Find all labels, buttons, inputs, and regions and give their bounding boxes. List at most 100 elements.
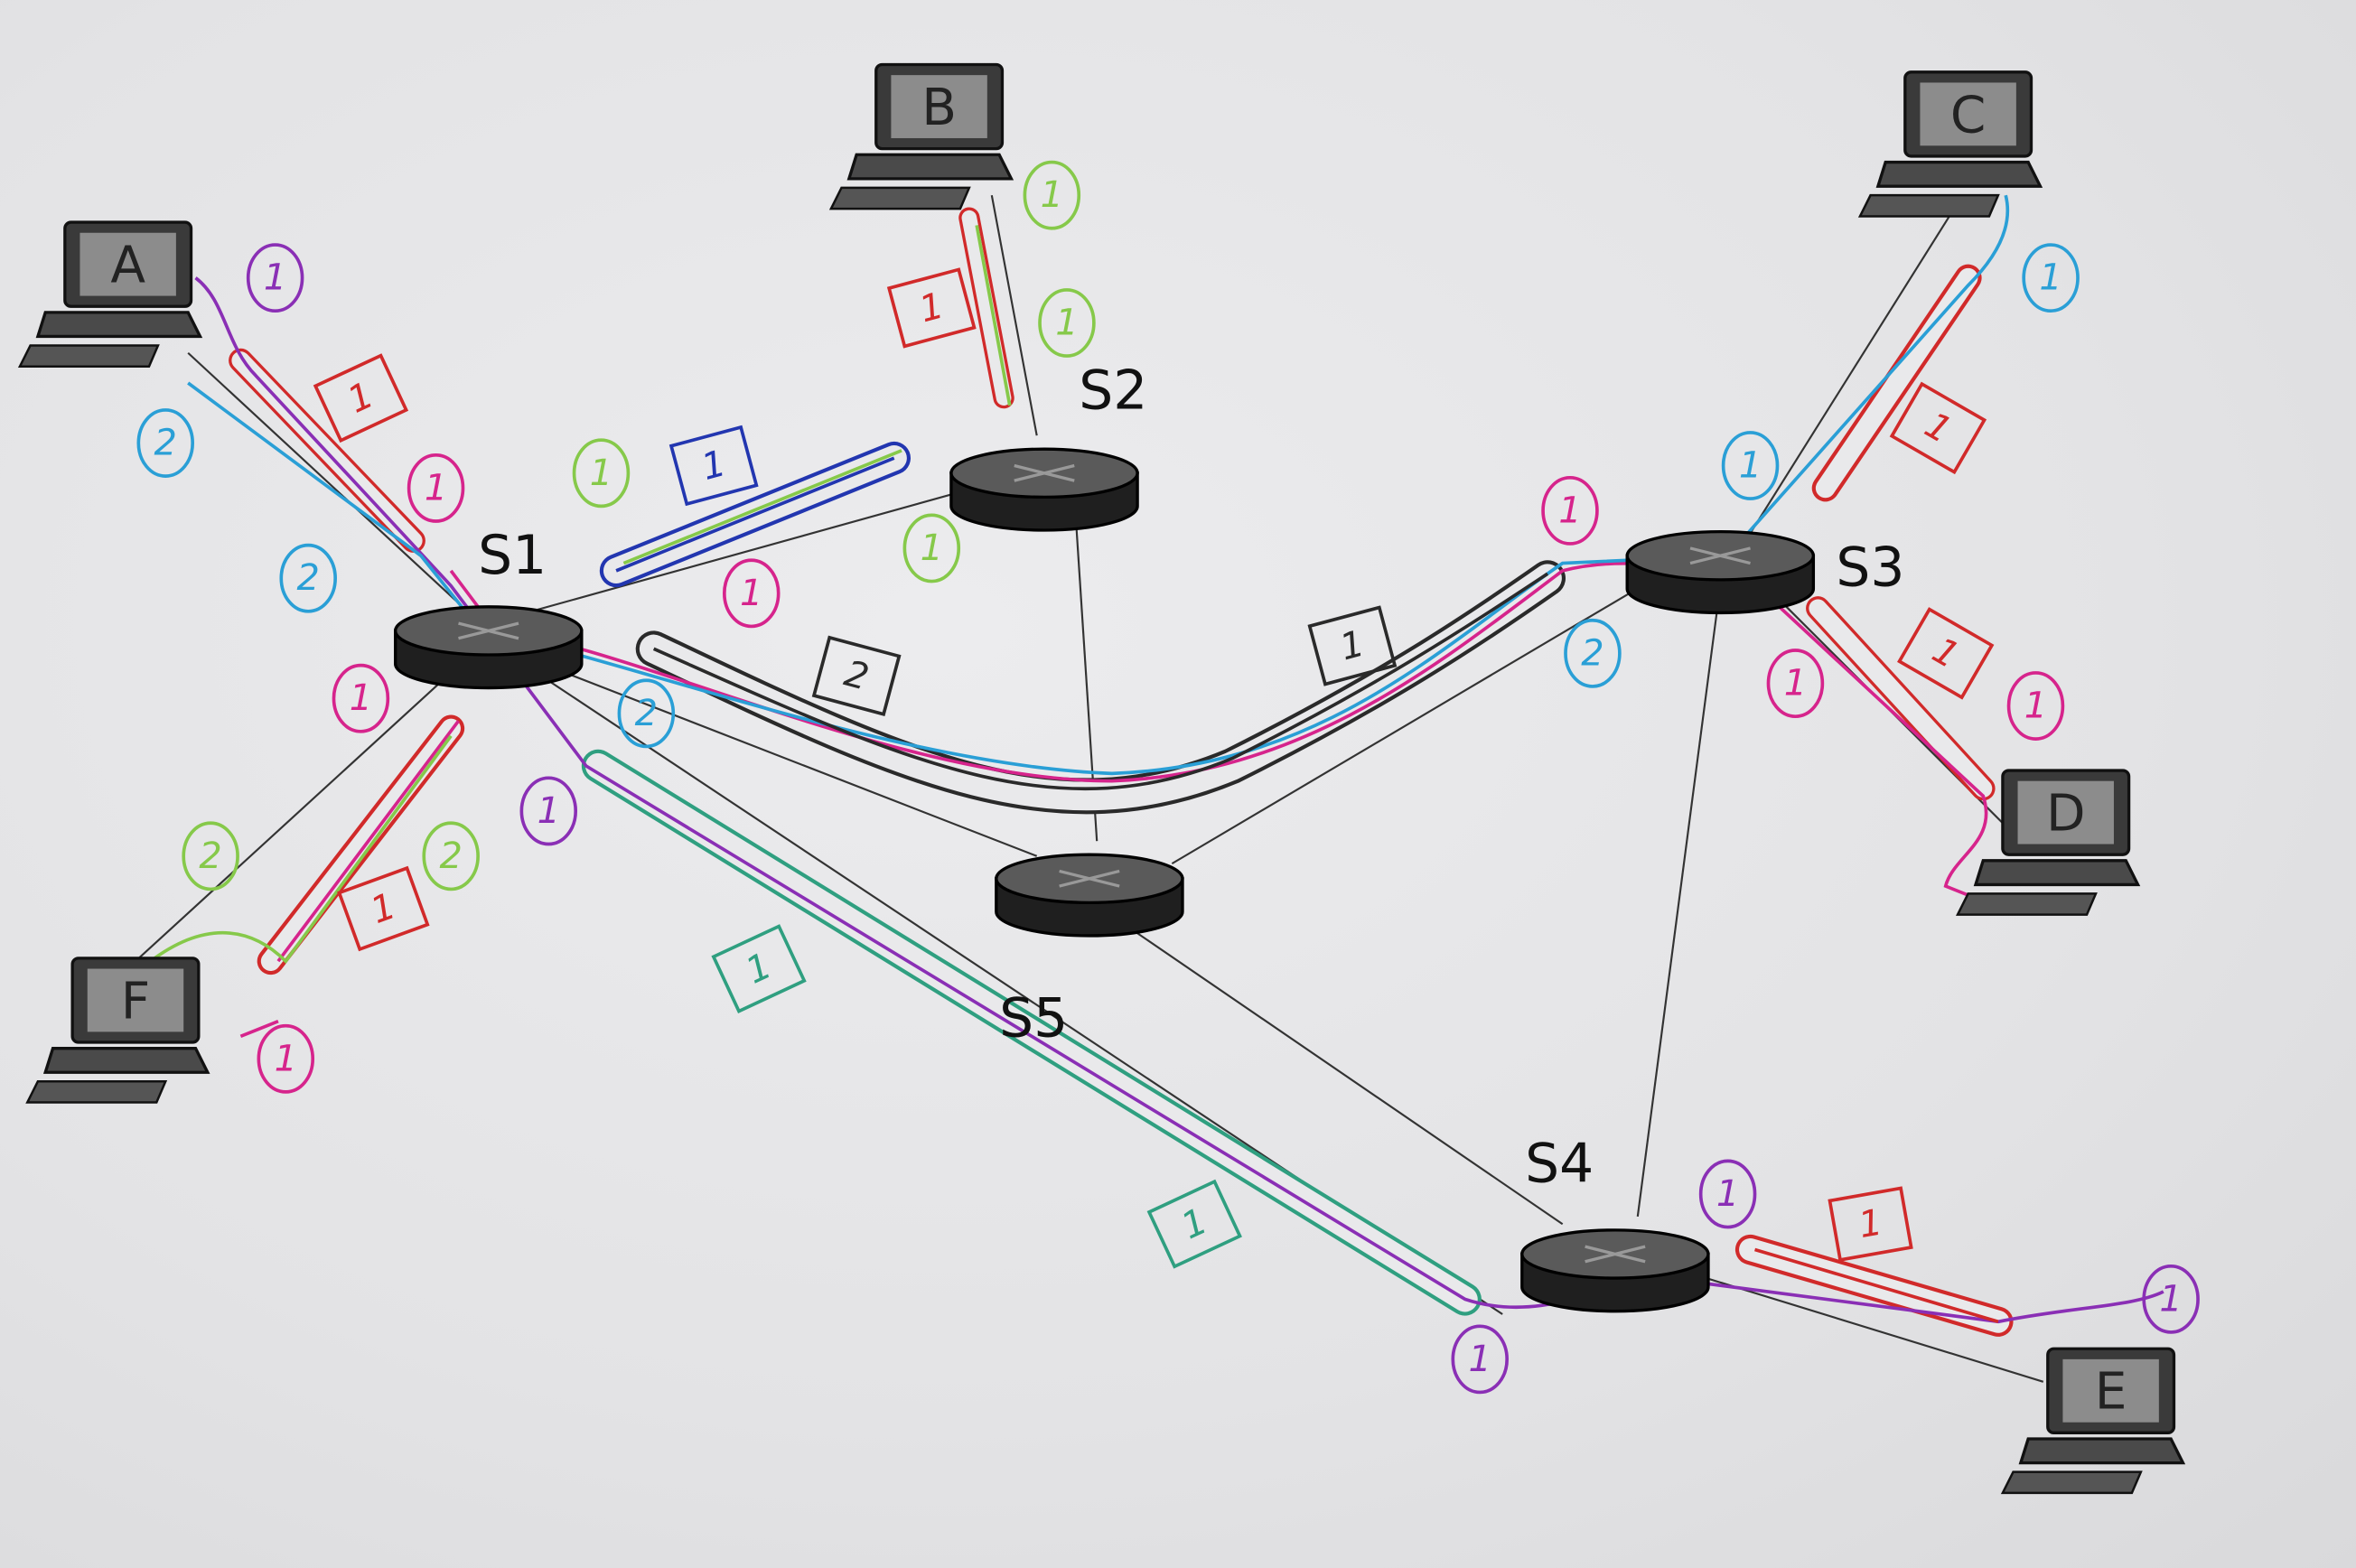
tunnel-label-value: 1 (341, 374, 379, 421)
host-label: D (2046, 785, 2086, 844)
port-label-pink: 1 (407, 453, 465, 523)
flow-black (652, 572, 1549, 791)
port-label-value: 1 (275, 1038, 297, 1079)
port-label-value: 1 (1469, 1339, 1491, 1380)
host-d: D (1955, 769, 2141, 916)
switch-s3: S3 (1625, 529, 1904, 615)
switch-label: S5 (999, 986, 1068, 1050)
tunnel-label-red: 1 (1897, 607, 1995, 700)
link-s1-s5 (495, 645, 1038, 857)
port-label-pink: 1 (2006, 671, 2065, 741)
port-label-cyan: 1 (2022, 243, 2080, 313)
port-label-pink: 1 (257, 1023, 315, 1094)
host-label: C (1950, 86, 1986, 145)
computer-base-icon (35, 311, 203, 339)
host-label: E (2095, 1363, 2127, 1422)
tunnel-label-value: 2 (840, 653, 873, 699)
port-label-value: 1 (1558, 490, 1581, 531)
port-label-value: 1 (264, 257, 286, 299)
port-label-value: 2 (1581, 632, 1603, 674)
tunnel-label-value: 1 (740, 945, 778, 992)
switch-s1: S1 (394, 524, 584, 690)
port-label-value: 1 (1041, 174, 1063, 216)
keyboard-icon (828, 186, 971, 210)
port-label-cyan: 2 (617, 678, 676, 749)
tunnel-label-red: 1 (337, 865, 430, 952)
port-label-green: 2 (422, 821, 480, 891)
port-label-green: 2 (182, 821, 239, 891)
host-c: C (1857, 70, 2043, 218)
tunnel-label-red: 1 (1828, 1186, 1913, 1263)
computer-base-icon (1973, 859, 2141, 887)
keyboard-icon (1955, 892, 2098, 916)
port-label-green: 1 (1038, 288, 1096, 358)
host-label: F (121, 972, 151, 1031)
link-s4-e (1652, 1260, 2044, 1383)
port-label-pink: 1 (1541, 475, 1599, 546)
host-label: B (921, 79, 957, 137)
flow-pink-s1-d (449, 562, 1988, 903)
host-b: B (828, 62, 1014, 210)
keyboard-icon (1857, 193, 2000, 218)
tunnel-label-value: 1 (1336, 623, 1369, 669)
link-c-s3 (1749, 210, 1954, 534)
port-label-value: 1 (1784, 663, 1807, 705)
port-label-value: 1 (1055, 303, 1078, 344)
tunnel-label-red: 1 (886, 267, 977, 349)
link-s5-s4 (1134, 930, 1564, 1226)
switch-s2: S2 (949, 359, 1147, 532)
tunnel-label-black: 2 (811, 635, 902, 716)
link-a-s1 (187, 351, 490, 632)
tunnel-label-red: 1 (313, 353, 409, 443)
tunnel-label-value: 1 (1175, 1200, 1213, 1247)
port-label-value: 1 (1716, 1173, 1739, 1215)
tunnel-label-value: 1 (915, 285, 948, 331)
switch-label: S2 (1079, 359, 1147, 422)
link-b-s2 (990, 194, 1038, 436)
tunnel-black-s1-s3 (635, 560, 1566, 815)
keyboard-icon (2000, 1470, 2143, 1495)
port-label-value: 1 (921, 527, 943, 569)
host-a: A (17, 220, 203, 368)
port-label-cyan: 1 (1721, 431, 1780, 500)
hosts: A B C D E F (17, 62, 2186, 1495)
port-label-purple: 1 (1451, 1324, 1509, 1395)
computer-base-icon (42, 1046, 210, 1074)
computer-base-icon (846, 153, 1014, 181)
tunnel-label-value: 1 (1925, 630, 1966, 677)
tunnel-label-red: 1 (1889, 381, 1987, 475)
port-label-value: 1 (2039, 257, 2062, 299)
port-label-value: 1 (740, 573, 762, 614)
port-label-pink: 1 (722, 558, 781, 629)
switch-label: S4 (1525, 1133, 1594, 1196)
port-label-value: 1 (350, 677, 372, 719)
tunnel-label-value: 1 (366, 885, 402, 932)
port-label-value: 1 (590, 453, 612, 494)
port-label-purple: 1 (246, 243, 304, 313)
port-label-cyan: 2 (1564, 618, 1622, 688)
flow-cyan-a-c (187, 194, 2010, 776)
switch-s4: S4 (1520, 1133, 1710, 1313)
port-label-purple: 1 (1698, 1159, 1757, 1229)
host-f: F (25, 957, 210, 1104)
port-label-green: 1 (902, 513, 961, 583)
port-label-value: 2 (297, 557, 320, 599)
link-s5-s3 (1171, 569, 1669, 865)
host-e: E (2000, 1347, 2186, 1495)
keyboard-icon (25, 1079, 168, 1104)
port-label-pink: 1 (332, 663, 390, 733)
tunnel-label-value: 1 (697, 443, 730, 489)
switch-label: S3 (1836, 537, 1904, 600)
port-label-value: 1 (538, 790, 560, 832)
host-label: A (110, 237, 145, 295)
port-label-cyan: 2 (136, 408, 195, 478)
flow-navy (615, 456, 895, 573)
port-label-value: 2 (199, 835, 221, 877)
port-label-purple: 1 (519, 776, 578, 846)
flow-green (149, 225, 1012, 965)
tunnel-label-teal: 1 (1146, 1179, 1242, 1269)
